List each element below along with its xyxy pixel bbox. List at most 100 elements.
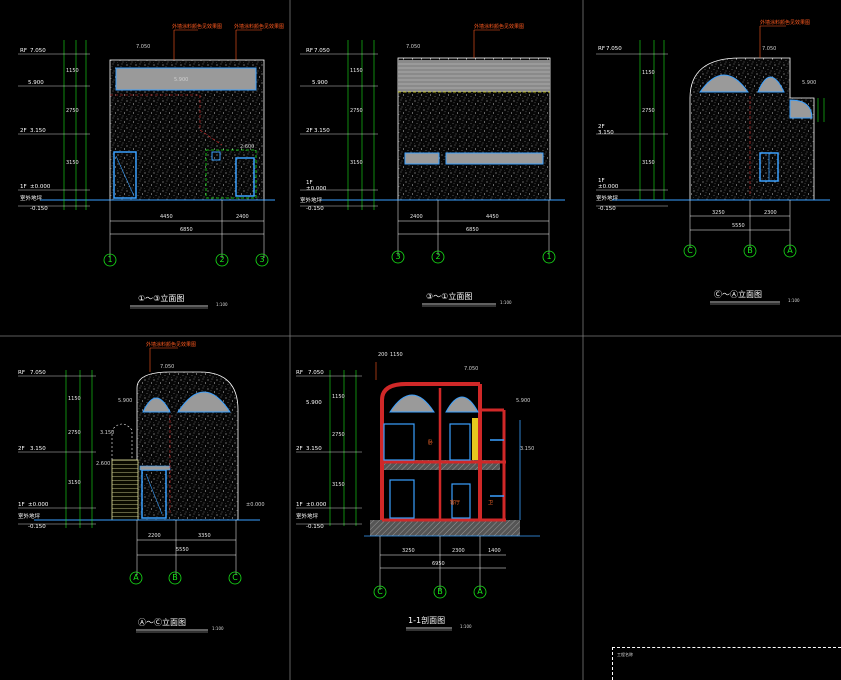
p3-second-tag: 2F: [598, 124, 605, 130]
p4-second-level: 3.150: [30, 446, 46, 452]
p1-bay-2: 2400: [236, 214, 249, 220]
p5-room-living: 客厅: [450, 500, 461, 506]
p3-outdoor-level: -0.150: [598, 206, 616, 212]
p1-roof-level-left: 7.050: [30, 48, 46, 54]
p1-scale: 1:100: [216, 302, 228, 307]
p1-outdoor-label: 室外地坪: [20, 196, 43, 202]
p2-vdim-3: 3150: [350, 160, 363, 166]
p5-vdim-1: 1150: [332, 394, 345, 400]
elevation-panel-4: [18, 347, 260, 633]
p4-roof-tag: RF: [18, 370, 25, 376]
p3-roof-tag: RF: [598, 46, 605, 52]
p4-canopy-level: 2.600: [96, 461, 111, 467]
p1-top-level: 5.900: [28, 80, 44, 86]
p2-ground-tag: 1F: [306, 180, 313, 186]
p2-outdoor-level: -0.150: [306, 206, 324, 212]
p3-axis-c: C: [687, 246, 693, 255]
p5-vdim-3: 3150: [332, 482, 345, 488]
title-block: 工程名称: [612, 647, 841, 680]
p4-axis-a: A: [133, 573, 139, 582]
p5-vdim-2: 2750: [332, 432, 345, 438]
p2-bay-1: 2400: [410, 214, 423, 220]
p1-vdim-3: 3150: [66, 160, 79, 166]
p1-roof-level: 7.050: [136, 44, 151, 50]
p5-total: 6950: [432, 561, 445, 567]
p1-vdim-2: 2750: [66, 108, 79, 114]
p1-canopy-level: 2.600: [240, 144, 255, 150]
p1-ground-tag: 1F: [20, 184, 27, 190]
p3-axis-a: A: [787, 246, 793, 255]
p4-bay-1: 2200: [148, 533, 161, 539]
p4-outdoor-label: 室外地坪: [18, 514, 41, 520]
p3-top-level: 5.900: [802, 80, 817, 86]
p4-roof-level-left: 7.050: [30, 370, 46, 376]
p4-axis-c: C: [232, 573, 238, 582]
p5-outdoor-label: 室外地坪: [296, 514, 319, 520]
p2-ground-level: ±0.000: [306, 186, 327, 192]
p5-top-level: 5.900: [516, 398, 531, 404]
p5-outdoor-level: -0.150: [306, 524, 324, 530]
p3-bay-2: 2300: [764, 210, 777, 216]
p5-second-tag: 2F: [296, 446, 303, 452]
p5-ground-level: ±0.000: [306, 502, 327, 508]
p3-title: Ⓒ～Ⓐ立面图: [714, 290, 762, 299]
p4-ground-level-right: ±0.000: [246, 502, 265, 508]
p5-second-level-right: 3.150: [520, 446, 535, 452]
p2-roof-tag: RF: [306, 48, 313, 54]
p3-vdim-3: 3150: [642, 160, 655, 166]
p5-bay-1: 3250: [402, 548, 415, 554]
p5-ground-tag: 1F: [296, 502, 303, 508]
p2-bay-2: 4450: [486, 214, 499, 220]
p3-vdim-2: 2750: [642, 108, 655, 114]
p1-finish-note-a: 外墙涂料颜色见效果图: [172, 24, 223, 30]
p5-roof-level-left: 7.050: [308, 370, 324, 376]
p5-axis-a: A: [477, 587, 483, 596]
p5-scale: 1:100: [460, 624, 472, 629]
p1-outdoor-level: -0.150: [30, 206, 48, 212]
p3-outdoor-label: 室外地坪: [596, 196, 619, 202]
p2-title: ③～①立面图: [426, 292, 473, 301]
p1-second-tag: 2F: [20, 128, 27, 134]
p2-finish-note: 外墙涂料颜色见效果图: [474, 24, 525, 30]
p4-second-tag: 2F: [18, 446, 25, 452]
p4-finish-note: 外墙涂料颜色见效果图: [146, 342, 197, 348]
p5-room-bedroom: 卧: [428, 440, 434, 446]
p4-roof-level: 7.050: [160, 364, 175, 370]
p1-bay-1: 4450: [160, 214, 173, 220]
section-panel-5: [296, 362, 540, 631]
p3-scale: 1:100: [788, 298, 800, 303]
p4-second-level-stair: 3.150: [100, 430, 115, 436]
p2-second-tag: 2F: [306, 128, 313, 134]
p2-roof-level: 7.050: [406, 44, 421, 50]
p4-top-level: 5.900: [118, 398, 133, 404]
p1-title: ①～③立面图: [138, 294, 185, 303]
p4-total: 5550: [176, 547, 189, 553]
p1-axis-2: 2: [219, 255, 225, 264]
p3-ground-tag: 1F: [598, 178, 605, 184]
p5-bay-3: 1400: [488, 548, 501, 554]
p4-ground-level: ±0.000: [28, 502, 49, 508]
elevation-panel-3: [596, 25, 830, 305]
p2-outdoor-label: 室外地坪: [300, 198, 323, 204]
p4-bay-2: 3350: [198, 533, 211, 539]
p1-second-level: 3.150: [30, 128, 46, 134]
p2-roof-level-left: 7.050: [314, 48, 330, 54]
p3-total: 5550: [732, 223, 745, 229]
p5-roof-tag: RF: [296, 370, 303, 376]
p1-axis-1: 1: [107, 255, 113, 264]
p3-finish-note: 外墙涂料颜色见效果图: [760, 20, 811, 26]
p3-roof-level: 7.050: [762, 46, 777, 52]
p5-second-level: 3.150: [306, 446, 322, 452]
p5-top-dim-2: 1150: [390, 352, 403, 358]
p5-title: 1-1剖面图: [408, 616, 446, 625]
p2-vdim-1: 1150: [350, 68, 363, 74]
p3-ground-level: ±0.000: [598, 184, 619, 190]
elevation-panel-2: [300, 29, 565, 307]
p2-axis-2: 2: [435, 252, 441, 261]
p2-axis-1: 1: [546, 252, 552, 261]
p2-axis-3: 3: [395, 252, 401, 261]
p3-bay-1: 3250: [712, 210, 725, 216]
